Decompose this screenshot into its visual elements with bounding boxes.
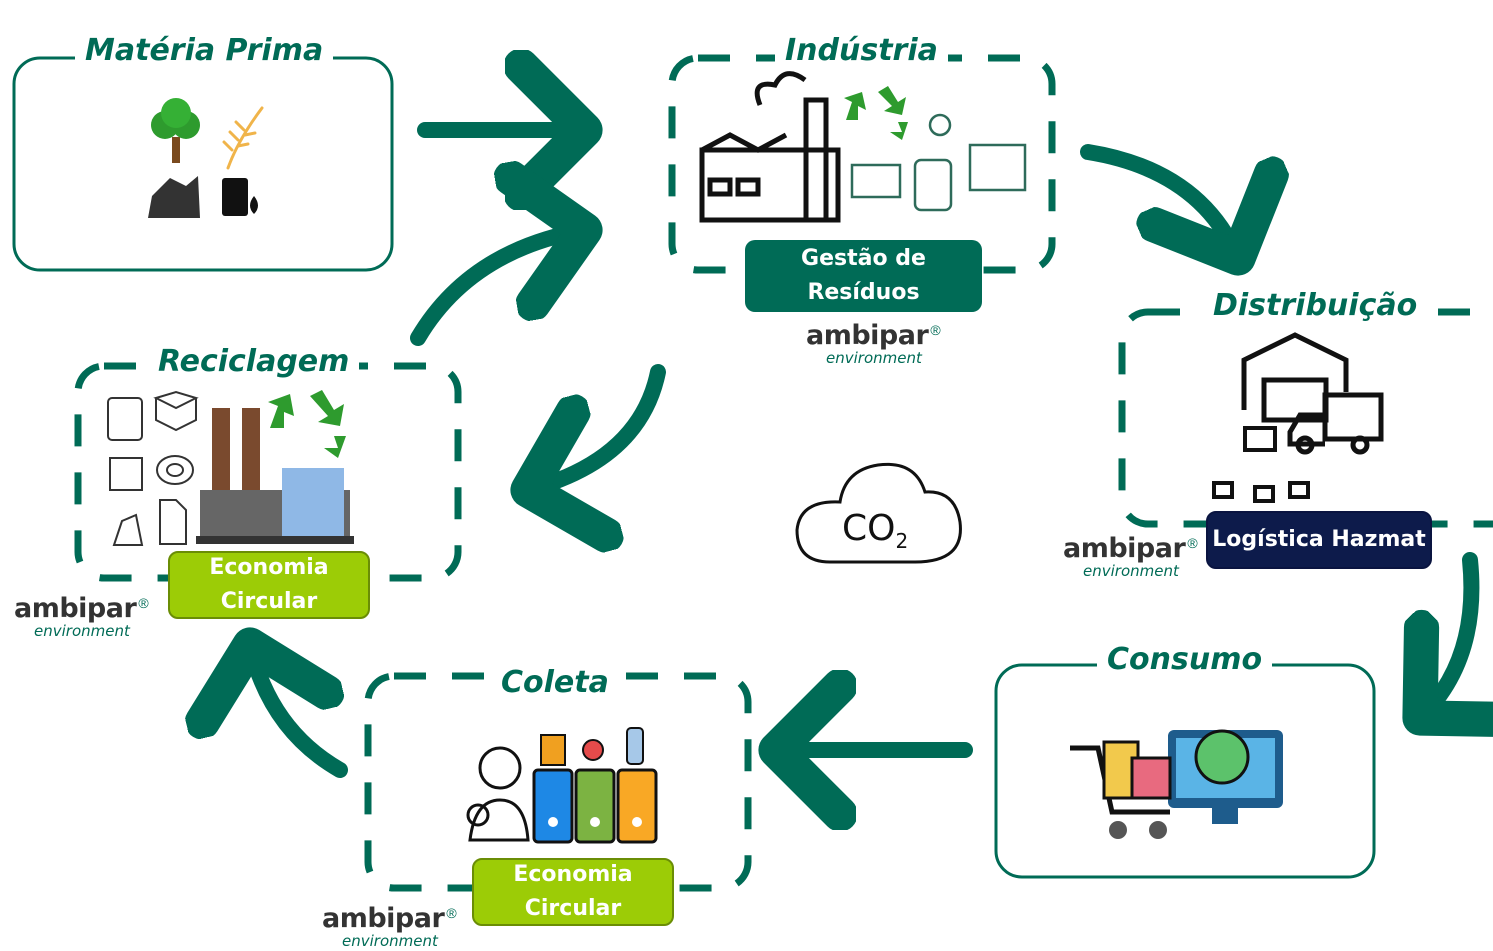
waste-management-icons bbox=[850, 113, 1027, 212]
materia-prima-title: Matéria Prima bbox=[75, 31, 334, 71]
recycling-plant-icon bbox=[196, 408, 354, 544]
computer-icon bbox=[1168, 729, 1283, 824]
waste-collector-icon bbox=[466, 746, 530, 842]
co2-cloud-icon bbox=[795, 462, 962, 564]
brand-sub: environment bbox=[1083, 562, 1179, 580]
reciclagem-title: Reciclagem bbox=[148, 342, 360, 382]
boxes-icon bbox=[1212, 426, 1310, 503]
brand-name: ambipar bbox=[14, 593, 137, 624]
distribuicao-badge: Logística Hazmat bbox=[1206, 511, 1432, 569]
co2-label: CO2 bbox=[842, 508, 908, 553]
coleta-box bbox=[364, 672, 752, 892]
brand-mark: ® bbox=[446, 905, 457, 921]
factory-icon bbox=[699, 71, 841, 223]
arrow-reciclagem-to-industria bbox=[410, 230, 585, 346]
arrow-industria-to-distribuicao bbox=[1080, 144, 1238, 258]
brand-sub: environment bbox=[342, 932, 438, 950]
truck-icon bbox=[1287, 392, 1384, 455]
co2-text: CO bbox=[842, 508, 896, 549]
distribuicao-badge-label: Logística Hazmat bbox=[1212, 527, 1426, 552]
coleta-title: Coleta bbox=[491, 663, 619, 703]
recycle-icon bbox=[268, 390, 346, 458]
coleta-badge-line-2: Circular bbox=[524, 896, 622, 921]
reciclagem-badge: Economia Circular bbox=[168, 551, 370, 619]
tree-icon bbox=[151, 98, 200, 163]
brand-name: ambipar bbox=[806, 320, 929, 351]
brand-name: ambipar bbox=[1063, 533, 1186, 564]
industria-title: Indústria bbox=[775, 31, 948, 71]
reciclagem-badge-line-2: Circular bbox=[220, 589, 318, 614]
arrow-industria-to-reciclagem bbox=[528, 364, 666, 490]
industria-badge-line-2: Resíduos bbox=[807, 280, 920, 305]
recycle-icon bbox=[844, 86, 908, 140]
brand-name: ambipar bbox=[322, 903, 445, 934]
coleta-badge-line-1: Economia bbox=[513, 862, 633, 887]
wheat-icon bbox=[222, 106, 264, 170]
ambipar-logo-coleta: ambipar® environment bbox=[322, 903, 457, 950]
ambipar-logo-distribuicao: ambipar® environment bbox=[1063, 533, 1198, 580]
warehouse-icon bbox=[1241, 332, 1349, 423]
materia-prima-box bbox=[12, 56, 394, 272]
oil-barrel-icon bbox=[222, 178, 258, 216]
coal-icon bbox=[148, 176, 200, 218]
ambipar-logo-industria: ambipar® environment bbox=[806, 320, 941, 367]
brand-sub: environment bbox=[826, 349, 922, 367]
brand-sub: environment bbox=[34, 622, 130, 640]
arrow-distribuicao-to-consumo bbox=[1420, 552, 1471, 718]
distribuicao-title: Distribuição bbox=[1203, 286, 1428, 326]
brand-mark: ® bbox=[138, 595, 149, 611]
shopping-cart-icon bbox=[1070, 740, 1172, 839]
recyclables-icons bbox=[107, 390, 199, 546]
brand-mark: ® bbox=[1187, 535, 1198, 551]
coleta-badge: Economia Circular bbox=[472, 858, 674, 926]
industria-box bbox=[668, 54, 1056, 274]
industria-badge: Gestão de Resíduos bbox=[745, 240, 982, 312]
recycling-bins-icon bbox=[532, 727, 658, 844]
reciclagem-box bbox=[74, 362, 462, 582]
co2-subscript: 2 bbox=[895, 529, 909, 554]
ambipar-logo-reciclagem: ambipar® environment bbox=[14, 593, 149, 640]
arrow-coleta-to-reciclagem bbox=[250, 645, 348, 778]
reciclagem-badge-line-1: Economia bbox=[209, 555, 329, 580]
industria-badge-line-1: Gestão de bbox=[801, 246, 926, 271]
brand-mark: ® bbox=[930, 322, 941, 338]
consumo-title: Consumo bbox=[1097, 640, 1273, 680]
